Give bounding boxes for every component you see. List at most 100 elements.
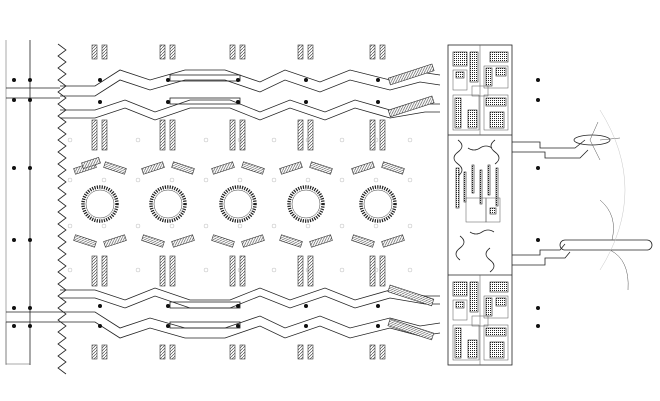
chevron-planters — [73, 156, 405, 248]
bottom-corridor — [60, 287, 441, 339]
faint-grid-mark — [407, 267, 413, 273]
chevron-bar — [171, 234, 195, 248]
walkway-bottom — [512, 199, 653, 291]
column-dot — [98, 324, 102, 328]
column-dot — [376, 324, 380, 328]
column-dot — [376, 78, 380, 82]
ring-planter — [81, 185, 119, 223]
column-dot — [536, 306, 540, 310]
hatched-column — [239, 119, 246, 151]
column-dot — [536, 166, 540, 170]
diagonal-bars-top — [387, 63, 435, 118]
faint-grid-mark — [169, 137, 175, 143]
column-dots — [12, 78, 540, 328]
column-dot — [166, 78, 170, 82]
column-dot — [376, 100, 380, 104]
hatched-column — [169, 44, 176, 60]
column-dot — [376, 304, 380, 308]
faint-grid-mark — [237, 177, 243, 183]
faint-grid-mark — [373, 267, 379, 273]
column-dot — [236, 304, 240, 308]
hatched-column — [229, 344, 236, 360]
chevron-bar — [381, 234, 405, 248]
faint-grid-mark — [203, 137, 209, 143]
hatched-column — [297, 44, 304, 60]
hatched-column — [169, 255, 176, 287]
chevron-bar — [141, 234, 165, 248]
column-dot — [236, 100, 240, 104]
faint-grid-mark — [169, 177, 175, 183]
faint-grid-mark — [101, 177, 107, 183]
column-dot — [12, 78, 16, 82]
ring-planter-inner — [223, 189, 253, 219]
service-core-top — [452, 51, 509, 131]
diagonal-bars-bottom — [387, 284, 435, 341]
column-dot — [304, 324, 308, 328]
chevron-bar — [309, 161, 333, 175]
faint-grid-mark — [67, 177, 73, 183]
hatched-column — [91, 255, 98, 287]
terminal-building — [447, 44, 513, 366]
ring-planter — [287, 185, 325, 223]
hatched-column — [369, 255, 376, 287]
hatched-column-pairs — [91, 44, 386, 360]
chevron-bar — [103, 234, 127, 248]
column-dot — [536, 238, 540, 242]
ring-planters — [81, 185, 397, 223]
column-dot — [12, 166, 16, 170]
hatched-column — [101, 44, 108, 60]
faint-grid-mark — [271, 177, 277, 183]
column-dot — [536, 98, 540, 102]
faint-grid-mark — [407, 223, 413, 229]
faint-grid-mark — [135, 177, 141, 183]
faint-grid-mark — [271, 223, 277, 229]
hatched-column — [239, 344, 246, 360]
hatched-column — [169, 119, 176, 151]
column-dot — [304, 304, 308, 308]
ring-planter-inner — [153, 189, 183, 219]
chevron-bar — [81, 156, 101, 170]
faint-grid-mark — [237, 137, 243, 143]
faint-grid-mark — [373, 177, 379, 183]
column-dot — [28, 306, 32, 310]
chevron-bar — [351, 234, 375, 248]
faint-grid-mark — [305, 177, 311, 183]
faint-grid-mark — [203, 177, 209, 183]
column-dot — [236, 324, 240, 328]
ring-planter-inner — [363, 189, 393, 219]
faint-grid-mark — [271, 137, 277, 143]
hatched-column — [91, 119, 98, 151]
column-dot — [536, 324, 540, 328]
hatched-column — [307, 344, 314, 360]
service-core-bottom — [452, 281, 509, 361]
faint-grid-mark — [203, 223, 209, 229]
faint-grid-mark — [67, 223, 73, 229]
hatched-column — [297, 119, 304, 151]
hatched-column — [229, 255, 236, 287]
zigzag-edge — [57, 43, 67, 375]
hatched-column — [239, 255, 246, 287]
hatched-column — [91, 344, 98, 360]
hatched-column — [229, 119, 236, 151]
central-hall — [453, 139, 501, 273]
chevron-bar — [211, 161, 235, 175]
column-dot — [28, 166, 32, 170]
faint-grid-mark — [373, 137, 379, 143]
faint-grid-mark — [135, 137, 141, 143]
faint-grid-mark — [407, 177, 413, 183]
hatched-column — [239, 44, 246, 60]
faint-grid-mark — [305, 223, 311, 229]
boat-bottom — [559, 239, 653, 251]
hatched-column — [297, 255, 304, 287]
left-edge-strip — [5, 40, 60, 365]
chevron-bar — [73, 234, 97, 248]
hatched-column — [297, 344, 304, 360]
hatched-column — [379, 119, 386, 151]
hatched-column — [369, 119, 376, 151]
hatched-column — [91, 44, 98, 60]
hatched-column — [101, 344, 108, 360]
chevron-bar — [351, 161, 375, 175]
faint-grid-mark — [101, 223, 107, 229]
faint-grid-mark — [169, 267, 175, 273]
